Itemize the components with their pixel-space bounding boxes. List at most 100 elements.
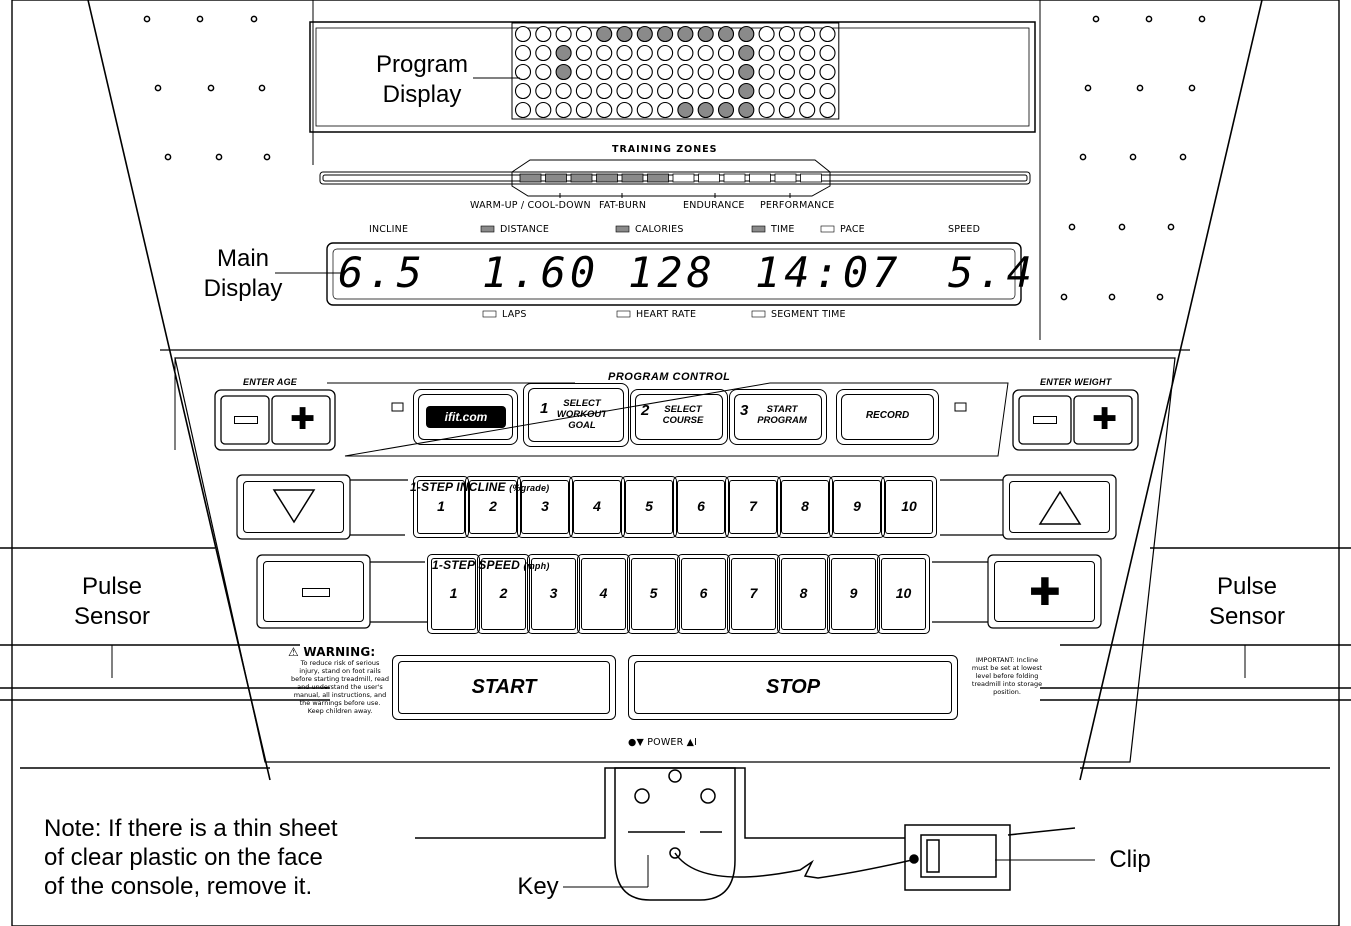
label-pace: PACE: [840, 224, 865, 235]
start-button[interactable]: START: [392, 655, 616, 720]
incline-key-label: 4: [593, 498, 601, 514]
incline-key-9[interactable]: 9: [829, 476, 885, 538]
label-laps: LAPS: [502, 309, 527, 320]
incline-down-button[interactable]: [243, 481, 344, 533]
button-number: 2: [641, 402, 650, 419]
enter-age-group: [214, 389, 336, 451]
speed-key-label: 7: [749, 585, 758, 601]
incline-up-button[interactable]: [1009, 481, 1110, 533]
weight-minus-button[interactable]: [1019, 396, 1071, 444]
speed-key-6[interactable]: 6: [677, 554, 730, 634]
select-course-button[interactable]: 2 SELECT COURSE: [630, 389, 728, 445]
matrix-dot: [778, 101, 795, 119]
speed-key-2[interactable]: 2: [477, 554, 530, 634]
readout-time: 14:07: [755, 248, 902, 297]
speed-key-4[interactable]: 4: [577, 554, 630, 634]
speed-key-label: 9: [849, 585, 858, 601]
speed-key-label: 8: [799, 585, 808, 601]
incline-key-3[interactable]: 3: [517, 476, 573, 538]
matrix-dot: [616, 63, 633, 81]
select-workout-goal-button[interactable]: 1 SELECT WORKOUT GOAL: [523, 383, 629, 447]
incline-key-label: 2: [489, 498, 497, 514]
record-label: RECORD: [865, 410, 910, 421]
matrix-dot: [596, 101, 613, 119]
label-time: TIME: [771, 224, 795, 235]
incline-key-8[interactable]: 8: [777, 476, 833, 538]
clip-callout: Clip: [1109, 846, 1151, 873]
matrix-dot: [555, 25, 572, 43]
zone-segment: [621, 173, 644, 183]
button-label: START PROGRAM: [757, 404, 807, 426]
speed-key-8[interactable]: 8: [777, 554, 830, 634]
matrix-dot: [738, 63, 755, 81]
program-display: [309, 21, 1036, 133]
matrix-dot: [799, 63, 816, 81]
incline-key-label: 10: [901, 498, 917, 514]
incline-row-frame: [236, 474, 1117, 540]
matrix-dot: [738, 101, 755, 119]
age-minus-button[interactable]: [221, 396, 269, 444]
plus-icon: ✚: [1092, 402, 1118, 437]
record-button[interactable]: RECORD: [836, 389, 939, 445]
matrix-dot: [575, 82, 592, 100]
matrix-dot: [717, 44, 735, 62]
speed-key-5[interactable]: 5: [627, 554, 680, 634]
incline-key-label: 6: [697, 498, 705, 514]
matrix-dot: [596, 44, 613, 62]
incline-key-4[interactable]: 4: [569, 476, 625, 538]
speed-key-label: 3: [549, 585, 558, 601]
incline-key-10[interactable]: 10: [881, 476, 937, 538]
matrix-dot: [555, 44, 572, 62]
start-program-button[interactable]: 3 START PROGRAM: [729, 389, 827, 445]
matrix-dot: [514, 25, 532, 43]
main-display-callout: Main Display: [203, 245, 283, 302]
matrix-dot: [575, 25, 592, 43]
minus-icon: [302, 588, 330, 597]
speed-key-9[interactable]: 9: [827, 554, 880, 634]
incline-key-label: 8: [801, 498, 809, 514]
incline-key-5[interactable]: 5: [621, 476, 677, 538]
stop-button[interactable]: STOP: [628, 655, 958, 720]
speed-key-7[interactable]: 7: [727, 554, 780, 634]
speed-key-1[interactable]: 1: [427, 554, 480, 634]
warning-title: ⚠ WARNING:: [288, 645, 376, 659]
weight-plus-button[interactable]: ✚: [1074, 396, 1132, 444]
speed-key-3[interactable]: 3: [527, 554, 580, 634]
speed-key-10[interactable]: 10: [877, 554, 930, 634]
readout-calories: 128: [628, 248, 716, 297]
matrix-dot: [616, 101, 633, 119]
matrix-dot: [738, 82, 755, 100]
matrix-dot: [596, 82, 613, 100]
zone-segment: [570, 173, 593, 183]
training-zones-title: TRAINING ZONES: [612, 144, 718, 155]
main-display: [326, 225, 1022, 318]
label-speed: SPEED: [948, 224, 981, 235]
incline-key-1[interactable]: 1: [413, 476, 469, 538]
button-number: 3: [740, 402, 749, 419]
incline-key-6[interactable]: 6: [673, 476, 729, 538]
matrix-dot: [616, 82, 633, 100]
matrix-dot: [819, 63, 836, 81]
matrix-dot: [596, 25, 613, 43]
triangle-down-icon: [272, 489, 316, 524]
speed-down-button[interactable]: [263, 561, 364, 622]
matrix-dot: [555, 101, 572, 119]
zone-segment: [774, 173, 797, 183]
warning-triangle-icon: ⚠: [288, 645, 299, 659]
pulse-sensor-right-callout: Pulse Sensor: [1208, 573, 1286, 630]
incline-key-7[interactable]: 7: [725, 476, 781, 538]
speed-up-button[interactable]: ✚: [994, 561, 1095, 622]
matrix-dot: [819, 44, 836, 62]
zone-label-endurance: ENDURANCE: [683, 200, 745, 211]
matrix-dot: [717, 25, 735, 43]
age-plus-button[interactable]: ✚: [272, 396, 330, 444]
zone-label-performance: PERFORMANCE: [760, 200, 835, 211]
key-holder: [415, 767, 1076, 901]
zone-segment: [519, 173, 542, 183]
matrix-dot: [677, 82, 694, 100]
matrix-dot: [758, 25, 775, 43]
ifit-button[interactable]: ifit.com: [413, 389, 518, 445]
incline-key-label: 1: [437, 498, 445, 514]
incline-key-2[interactable]: 2: [465, 476, 521, 538]
matrix-dot: [819, 82, 836, 100]
